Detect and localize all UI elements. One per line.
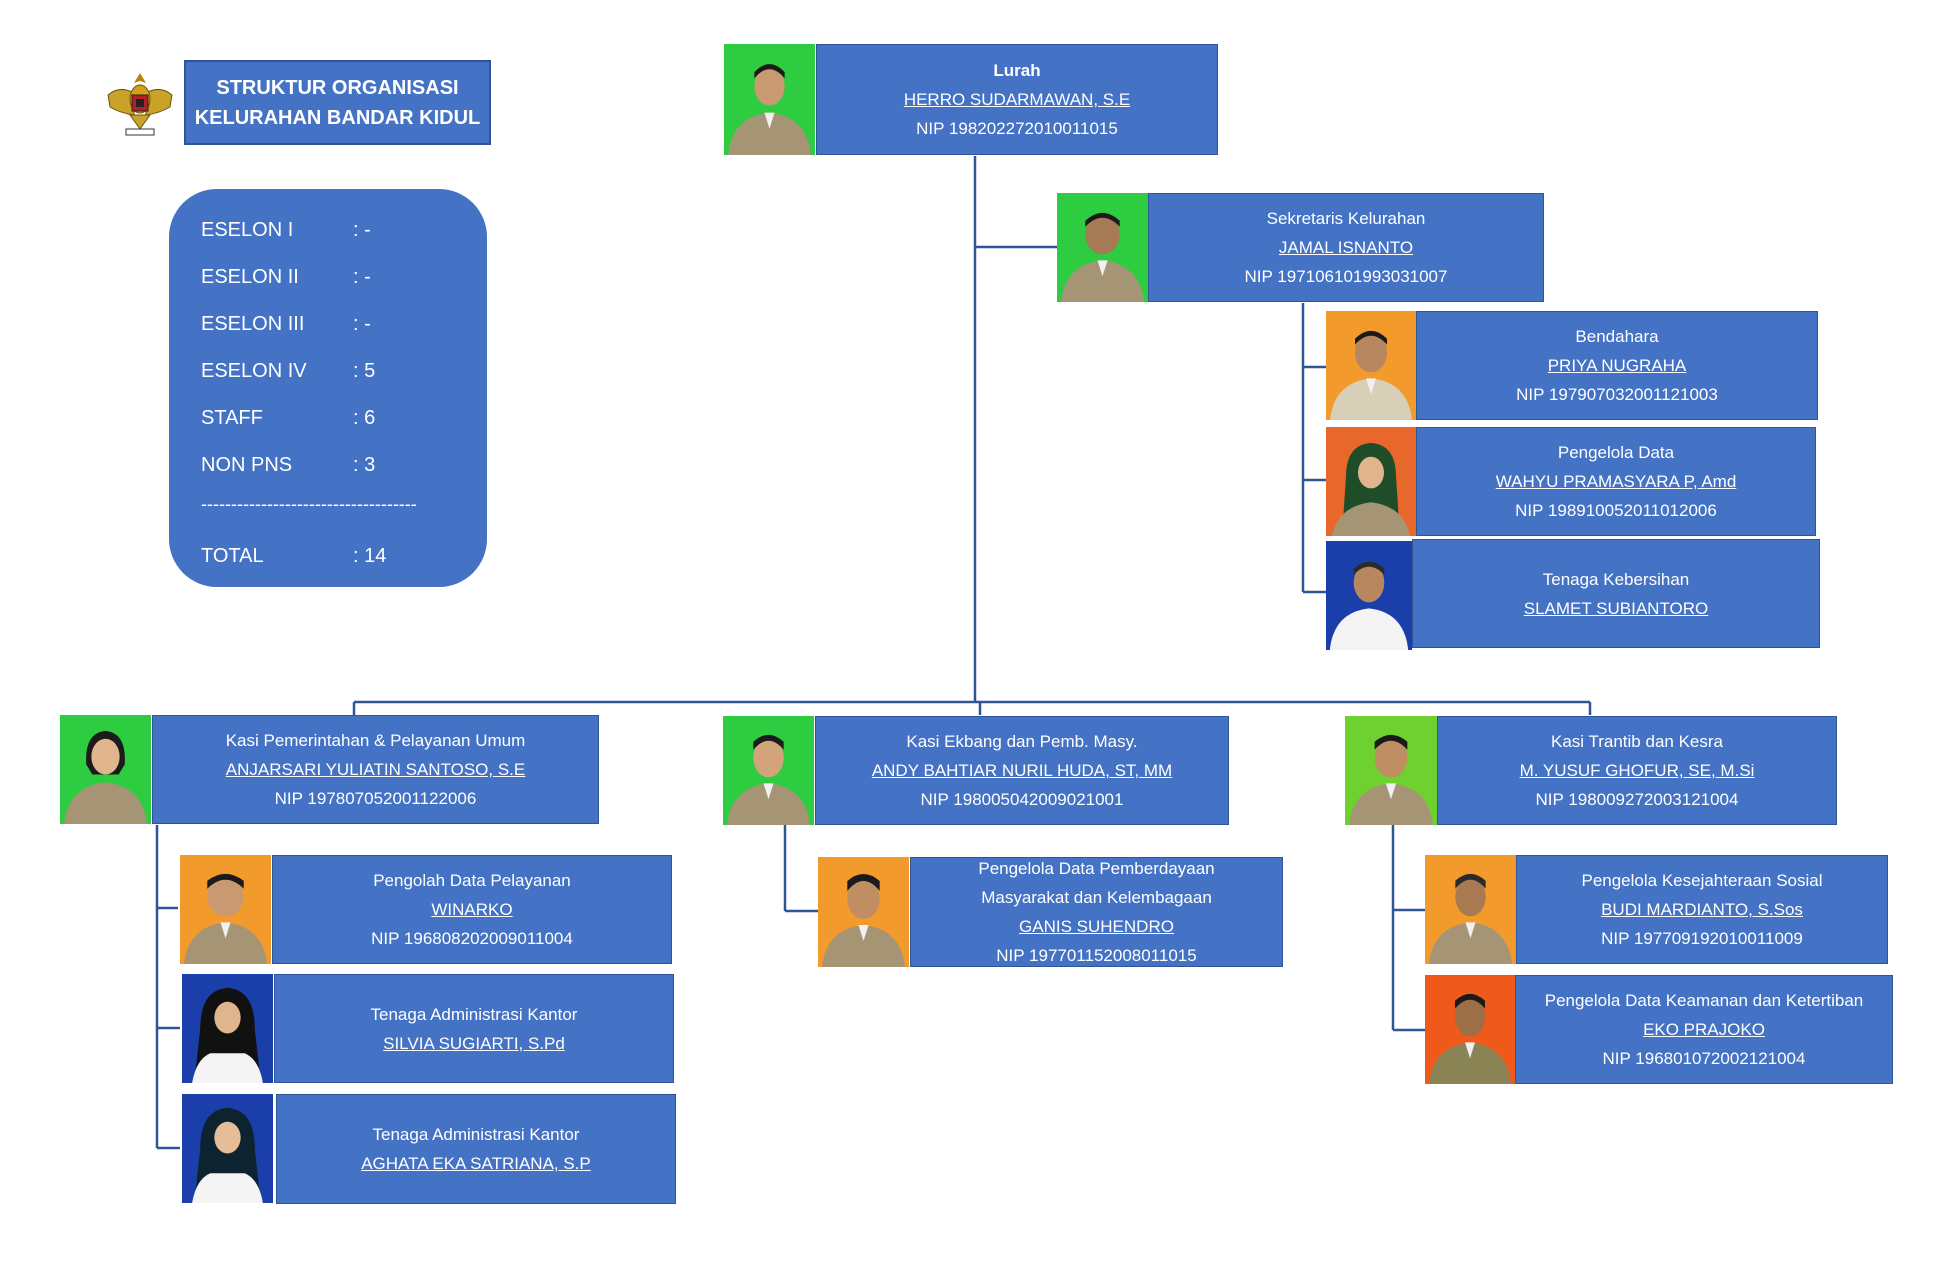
person-nip: NIP 197907032001121003 bbox=[1516, 385, 1718, 404]
summary-total-value: : 14 bbox=[353, 545, 387, 567]
card-pengelola-keamanan: Pengelola Data Keamanan dan Ketertiban E… bbox=[1515, 975, 1893, 1084]
card-pengelola-data: Pengelola Data WAHYU PRAMASYARA P, Amd N… bbox=[1416, 427, 1816, 536]
card-pengelola-kesra: Pengelola Kesejahteraan Sosial BUDI MARD… bbox=[1516, 855, 1888, 964]
person-nip: NIP 196801072002121004 bbox=[1602, 1049, 1806, 1068]
person-nip: NIP 198910052011012006 bbox=[1515, 501, 1717, 520]
card-kasi-trantib: Kasi Trantib dan Kesra M. YUSUF GHOFUR, … bbox=[1437, 716, 1837, 825]
person-nip: NIP 198202272010011015 bbox=[916, 119, 1118, 138]
role-label: Pengelola Kesejahteraan Sosial bbox=[1581, 871, 1823, 890]
card-bendahara: Bendahara PRIYA NUGRAHA NIP 197907032001… bbox=[1416, 311, 1818, 420]
role-label-line1: Pengelola Data Pemberdayaan bbox=[978, 859, 1215, 878]
person-name: EKO PRAJOKO bbox=[1643, 1020, 1765, 1039]
person-name: SILVIA SUGIARTI, S.Pd bbox=[383, 1033, 565, 1053]
summary-label: ESELON III bbox=[201, 313, 305, 335]
summary-label: ESELON II bbox=[201, 266, 299, 288]
role-label: Pengolah Data Pelayanan bbox=[373, 871, 571, 890]
role-label: Lurah bbox=[993, 61, 1041, 80]
person-nip: NIP 197701152008011015 bbox=[996, 946, 1197, 965]
portrait-kasi-pemerintahan bbox=[60, 715, 151, 824]
portrait-sekretaris bbox=[1057, 193, 1148, 302]
person-name: AGHATA EKA SATRIANA, S.P bbox=[361, 1154, 591, 1173]
card-pengelola-pemberdayaan: Pengelola Data Pemberdayaan Masyarakat d… bbox=[910, 857, 1283, 967]
staff-summary-box: ESELON I : - ESELON II : - ESELON III : … bbox=[169, 189, 487, 587]
person-nip: NIP 197709192010011009 bbox=[1601, 929, 1803, 948]
card-pengolah-pelayanan: Pengolah Data Pelayanan WINARKO NIP 1968… bbox=[272, 855, 672, 964]
role-label: Tenaga Administrasi Kantor bbox=[370, 1004, 578, 1024]
person-nip: NIP 197106101993031007 bbox=[1244, 267, 1448, 286]
summary-value: : 6 bbox=[353, 407, 376, 429]
person-nip: NIP 198005042009021001 bbox=[920, 790, 1124, 809]
card-lurah: Lurah HERRO SUDARMAWAN, S.E NIP 19820227… bbox=[816, 44, 1218, 155]
role-label: Kasi Ekbang dan Pemb. Masy. bbox=[906, 732, 1138, 751]
person-name: M. YUSUF GHOFUR, SE, M.Si bbox=[1519, 761, 1755, 780]
person-nip: NIP 198009272003121004 bbox=[1535, 790, 1739, 809]
person-name: WAHYU PRAMASYARA P, Amd bbox=[1495, 472, 1737, 491]
summary-value: : - bbox=[353, 219, 371, 241]
summary-label: ESELON I bbox=[201, 219, 294, 241]
person-name: WINARKO bbox=[431, 900, 513, 919]
role-label: Tenaga Kebersihan bbox=[1542, 569, 1690, 589]
person-name: PRIYA NUGRAHA bbox=[1547, 356, 1687, 375]
person-name: HERRO SUDARMAWAN, S.E bbox=[903, 90, 1131, 109]
person-name: ANDY BAHTIAR NURIL HUDA, ST, MM bbox=[871, 761, 1173, 780]
portrait-kasi-ekbang bbox=[723, 716, 814, 825]
person-nip: NIP 196808202009011004 bbox=[371, 929, 573, 948]
person-name: SLAMET SUBIANTORO bbox=[1523, 598, 1709, 618]
role-label: Kasi Trantib dan Kesra bbox=[1551, 732, 1723, 751]
portrait-bendahara bbox=[1326, 311, 1416, 420]
portrait-pengelola-keamanan bbox=[1425, 975, 1515, 1084]
person-nip: NIP 197807052001122006 bbox=[274, 789, 477, 808]
summary-total-label: TOTAL bbox=[201, 545, 264, 567]
role-label: Kasi Pemerintahan & Pelayanan Umum bbox=[225, 731, 526, 750]
role-label: Bendahara bbox=[1575, 327, 1659, 346]
card-kasi-ekbang: Kasi Ekbang dan Pemb. Masy. ANDY BAHTIAR… bbox=[815, 716, 1229, 825]
summary-value: : - bbox=[353, 313, 371, 335]
role-label: Tenaga Administrasi Kantor bbox=[372, 1125, 580, 1144]
card-sekretaris: Sekretaris Kelurahan JAMAL ISNANTO NIP 1… bbox=[1148, 193, 1544, 302]
card-kebersihan: Tenaga Kebersihan SLAMET SUBIANTORO bbox=[1412, 539, 1820, 648]
person-name: GANIS SUHENDRO bbox=[1019, 917, 1174, 936]
person-name: ANJARSARI YULIATIN SANTOSO, S.E bbox=[225, 760, 526, 779]
summary-label: ESELON IV bbox=[201, 360, 307, 382]
garuda-emblem-icon bbox=[100, 65, 180, 145]
chart-title-line1: STRUKTUR ORGANISASI bbox=[216, 76, 459, 99]
summary-label: STAFF bbox=[201, 407, 263, 429]
summary-value: : 3 bbox=[353, 454, 376, 476]
role-label: Pengelola Data bbox=[1557, 443, 1675, 462]
card-kasi-pemerintahan: Kasi Pemerintahan & Pelayanan Umum ANJAR… bbox=[152, 715, 599, 824]
summary-divider: ------------------------------------ bbox=[201, 494, 417, 514]
summary-label: NON PNS bbox=[201, 454, 293, 476]
summary-value: : 5 bbox=[353, 360, 376, 382]
role-label-line2: Masyarakat dan Kelembagaan bbox=[981, 888, 1212, 907]
portrait-kebersihan bbox=[1326, 541, 1412, 650]
portrait-kasi-trantib bbox=[1345, 716, 1437, 825]
portrait-pengelola-kesra bbox=[1425, 855, 1516, 964]
role-label: Pengelola Data Keamanan dan Ketertiban bbox=[1544, 991, 1864, 1010]
portrait-lurah bbox=[724, 44, 815, 155]
chart-title-line2: KELURAHAN BANDAR KIDUL bbox=[194, 106, 481, 129]
portrait-admin-2 bbox=[182, 1094, 273, 1203]
portrait-pengolah-pelayanan bbox=[180, 855, 271, 964]
chart-title-box: STRUKTUR ORGANISASI KELURAHAN BANDAR KID… bbox=[184, 60, 491, 145]
summary-value: : - bbox=[353, 266, 371, 288]
role-label: Sekretaris Kelurahan bbox=[1266, 209, 1426, 228]
portrait-admin-1 bbox=[182, 974, 273, 1083]
card-admin-1: Tenaga Administrasi Kantor SILVIA SUGIAR… bbox=[274, 974, 674, 1083]
person-name: BUDI MARDIANTO, S.Sos bbox=[1601, 900, 1803, 919]
portrait-pengelola-data bbox=[1326, 427, 1416, 536]
card-admin-2: Tenaga Administrasi Kantor AGHATA EKA SA… bbox=[276, 1094, 676, 1204]
person-name: JAMAL ISNANTO bbox=[1278, 238, 1414, 257]
portrait-pengelola-pemberdayaan bbox=[818, 857, 909, 967]
